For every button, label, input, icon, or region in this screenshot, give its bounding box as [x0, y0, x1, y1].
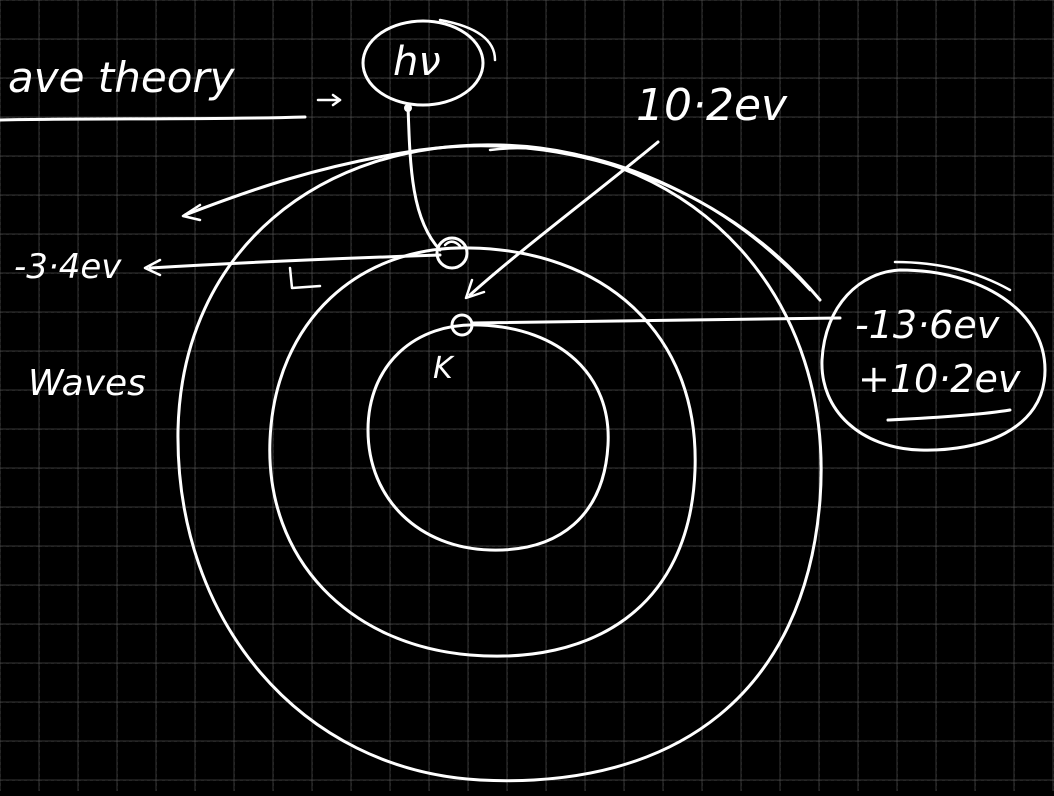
k-shell-energy-label: -13·6ev [855, 303, 1000, 347]
l-shell-energy-label: -3·4ev [14, 247, 122, 287]
photon-label: hν [393, 39, 441, 85]
k-shell-label: K [433, 351, 455, 386]
absorbed-energy-label: +10·2ev [858, 357, 1021, 401]
photon-dot [404, 104, 412, 112]
header-wave-theory: ave theory [8, 53, 236, 102]
waves-label: Waves [28, 363, 146, 404]
transition-energy-label: 10·2ev [636, 80, 788, 131]
